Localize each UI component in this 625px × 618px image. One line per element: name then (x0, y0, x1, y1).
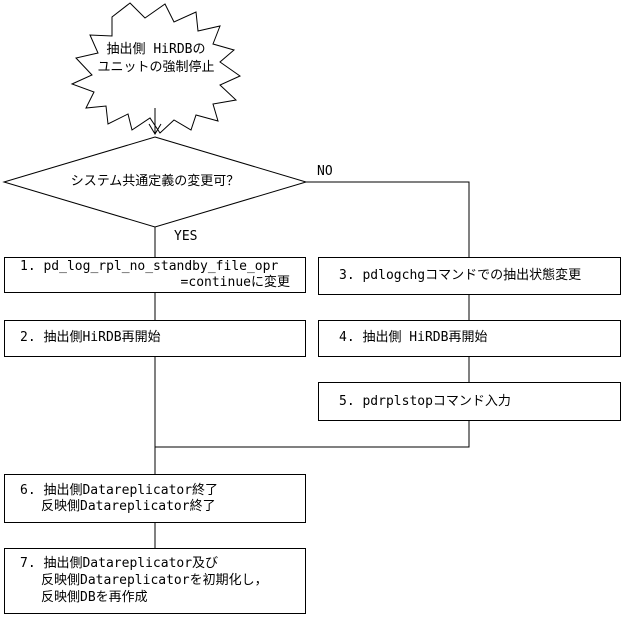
arrowhead-decision (148, 123, 162, 135)
step-5-line1: 5. pdrplstopコマンド入力 (339, 394, 511, 409)
step-7-line1: 7. 抽出側Datareplicator及び (20, 556, 219, 571)
step-1-box (4, 257, 306, 293)
decision-yes-label: YES (174, 229, 198, 244)
connector-5-to-merge (155, 420, 470, 448)
start-label-line2: ユニットの強制停止 (97, 60, 215, 75)
step-1-line2: =continueに変更 (180, 275, 290, 290)
step-5-box (318, 382, 621, 421)
step-6-line1: 6. 抽出側Datareplicator終了 (20, 483, 219, 498)
step-3-line1: 3. pdlogchgコマンドでの抽出状態変更 (339, 268, 582, 283)
step-4-line1: 4. 抽出側 HiRDB再開始 (339, 330, 488, 345)
step-7-box (4, 548, 306, 614)
start-starburst (70, 2, 242, 134)
decision-question: システム共通定義の変更可？ (70, 174, 240, 189)
step-6-box (4, 474, 306, 523)
step-2-line1: 2. 抽出側HiRDB再開始 (20, 330, 161, 345)
step-6-line2: 反映側Datareplicator終了 (41, 499, 216, 514)
step-3-box (318, 257, 621, 295)
step-4-box (318, 320, 621, 357)
connector-no (306, 181, 470, 257)
step-7-line2: 反映側Datareplicatorを初期化し， (41, 573, 268, 588)
decision-no-label: NO (317, 164, 333, 179)
step-7-line3: 反映側DBを再作成 (41, 590, 148, 605)
start-label-line1: 抽出側 HiRDBの (106, 42, 206, 57)
step-1-line1: 1. pd_log_rpl_no_standby_file_opr (20, 259, 279, 274)
step-2-box (4, 320, 306, 357)
